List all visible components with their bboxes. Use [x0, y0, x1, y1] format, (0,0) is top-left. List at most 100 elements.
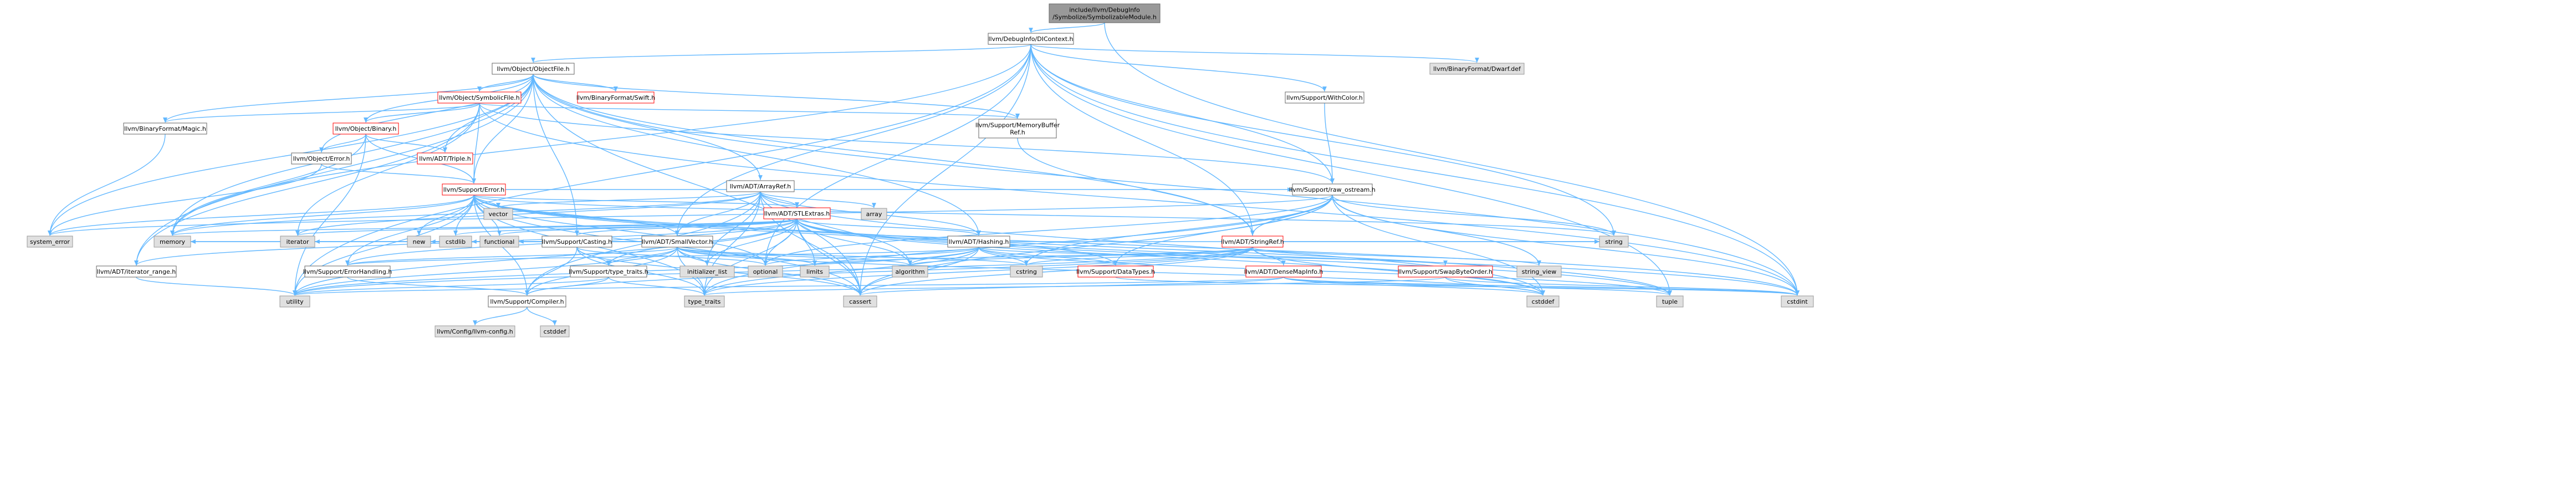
node-triple[interactable]: llvm/ADT/Triple.h — [417, 152, 473, 165]
edge-dicontext-to-smallvector — [675, 44, 1031, 236]
node-s_limits[interactable]: limits — [800, 265, 830, 278]
node-s_functional[interactable]: functional — [479, 236, 519, 248]
node-box-triple — [417, 152, 473, 165]
node-box-membufref — [978, 119, 1057, 139]
node-stlextras[interactable]: llvm/ADT/STLExtras.h — [763, 207, 831, 219]
edge-hashing-to-errhandling — [345, 247, 979, 266]
node-objectfile[interactable]: llvm/Object/ObjectFile.h — [492, 63, 575, 75]
edge-error-to-s_syserr — [48, 195, 474, 236]
node-label-s_cstring: cstring — [1016, 268, 1037, 275]
node-objerror[interactable]: llvm/Object/Error.h — [291, 152, 352, 165]
node-s_cstdlib[interactable]: cstdlib — [439, 236, 472, 248]
node-swapbyte[interactable]: llvm/Support/SwapByteOrder.h — [1398, 265, 1493, 278]
node-densemapinfo[interactable]: llvm/ADT/DenseMapInfo.h — [1244, 265, 1323, 278]
node-label-error: llvm/Support/Error.h — [443, 186, 505, 193]
node-box-hashing — [947, 236, 1010, 248]
node-hashing[interactable]: llvm/ADT/Hashing.h — [947, 236, 1010, 248]
node-s_iterator[interactable]: iterator — [280, 236, 315, 248]
node-box-swapbyte — [1398, 265, 1493, 278]
node-label-s_vector: vector — [489, 211, 508, 218]
node-root[interactable]: include/llvm/DebugInfo/Symbolize/Symboli… — [1049, 3, 1161, 23]
edge-rawostream-to-s_syserr — [48, 195, 1333, 236]
edge-arrayref-to-s_vector — [496, 191, 761, 208]
edge-dicontext-to-s_memory — [170, 44, 1031, 236]
edge-objectfile-to-membufref — [533, 74, 1020, 119]
edge-binary-to-triple — [365, 134, 447, 153]
edge-binary-to-s_memory — [170, 134, 366, 236]
node-s_initlist[interactable]: initializer_list — [679, 265, 735, 278]
node-box-s_optional — [748, 265, 783, 278]
node-dicontext[interactable]: llvm/DebugInfo/DIContext.h — [988, 33, 1074, 45]
edge-symbolicfile-to-membufref — [479, 103, 1020, 119]
node-box-s_functional — [479, 236, 519, 248]
node-magic[interactable]: llvm/BinaryFormat/Magic.h — [123, 122, 207, 135]
node-label-iterrange: llvm/ADT/iterator_range.h — [97, 268, 176, 275]
edge-smallvector-to-s_initlist — [677, 247, 709, 266]
node-error[interactable]: llvm/Support/Error.h — [442, 183, 506, 196]
node-label-s_iterator: iterator — [287, 238, 309, 245]
edge-error-to-s_memory — [170, 195, 474, 236]
node-s_memory[interactable]: memory — [154, 236, 191, 248]
dependency-edges — [48, 22, 1800, 326]
node-box-s_cstddef_c — [540, 325, 570, 337]
node-s_utility[interactable]: utility — [279, 295, 310, 308]
node-box-symbolicfile — [437, 91, 522, 104]
node-errhandling[interactable]: llvm/Support/ErrorHandling.h — [303, 265, 392, 278]
node-compiler[interactable]: llvm/Support/Compiler.h — [488, 295, 566, 308]
node-s_typetraits[interactable]: type_traits — [684, 295, 725, 308]
edge-hashing-to-s_optional — [763, 247, 979, 266]
node-smallvector[interactable]: llvm/ADT/SmallVector.h — [641, 236, 713, 248]
edge-smallvector-to-s_limits — [677, 247, 817, 266]
edge-dicontext-to-dwarfdef — [1030, 44, 1479, 63]
node-config[interactable]: llvm/Config/llvm-config.h — [435, 325, 515, 337]
node-iterrange[interactable]: llvm/ADT/iterator_range.h — [96, 265, 177, 278]
node-s_vector[interactable]: vector — [483, 208, 513, 220]
node-withcolor[interactable]: llvm/Support/WithColor.h — [1285, 91, 1364, 104]
node-s_cassert[interactable]: cassert — [843, 295, 877, 308]
node-box-swift — [577, 91, 655, 104]
node-label-s_functional: functional — [484, 238, 515, 245]
node-casting[interactable]: llvm/Support/Casting.h — [541, 236, 612, 248]
node-dwarfdef[interactable]: llvm/BinaryFormat/Dwarf.def — [1429, 63, 1525, 75]
node-arrayref[interactable]: llvm/ADT/ArrayRef.h — [726, 180, 795, 192]
node-label-s_algorithm: algorithm — [895, 268, 924, 275]
edge-smallvector-to-s_cstring — [677, 247, 1029, 266]
node-symbolicfile[interactable]: llvm/Object/SymbolicFile.h — [437, 91, 522, 104]
node-box-s_limits — [800, 265, 830, 278]
node-s_string[interactable]: string — [1599, 236, 1629, 248]
edge-rawostream-to-s_optional — [763, 195, 1333, 266]
node-s_stringview[interactable]: string_view — [1516, 265, 1562, 278]
edge-objectfile-to-arrayref — [533, 74, 763, 181]
edge-dicontext-to-stringref — [1030, 44, 1255, 236]
node-box-s_algorithm — [892, 265, 928, 278]
node-s_cstddef[interactable]: cstddef — [1526, 295, 1560, 308]
node-s_array[interactable]: array — [861, 208, 887, 220]
node-s_cstddef_c[interactable]: cstddef — [540, 325, 570, 337]
node-box-config — [435, 325, 515, 337]
node-label-withcolor: llvm/Support/WithColor.h — [1286, 94, 1362, 101]
node-rawostream[interactable]: llvm/Support/raw_ostream.h — [1289, 183, 1376, 196]
node-s_new[interactable]: new — [407, 236, 431, 248]
edge-dicontext-to-s_cstdint — [1030, 44, 1800, 296]
node-label-s_memory: memory — [160, 238, 185, 245]
edge-smallvector-to-errhandling — [345, 247, 678, 266]
node-stringref[interactable]: llvm/ADT/StringRef.h — [1221, 236, 1284, 248]
node-binary[interactable]: llvm/Object/Binary.h — [333, 122, 399, 135]
node-label-root: /Symbolize/SymbolizableModule.h — [1052, 14, 1157, 21]
node-s_tuple[interactable]: tuple — [1656, 295, 1684, 308]
node-s_algorithm[interactable]: algorithm — [892, 265, 928, 278]
edge-symbolicfile-to-s_iterator — [295, 103, 480, 236]
edge-stlextras-to-hashing — [796, 218, 981, 236]
edge-binary-to-objerror — [319, 134, 366, 153]
edge-iterrange-to-s_utility — [136, 277, 297, 296]
node-s_optional[interactable]: optional — [748, 265, 783, 278]
node-s_cstring[interactable]: cstring — [1010, 265, 1043, 278]
node-box-errhandling — [304, 265, 391, 278]
node-s_syserr[interactable]: system_error — [27, 236, 73, 248]
node-datatypes[interactable]: llvm/Support/DataTypes.h — [1076, 265, 1155, 278]
node-swift[interactable]: llvm/BinaryFormat/Swift.h — [576, 91, 655, 104]
node-s_cstdint[interactable]: cstdint — [1781, 295, 1814, 308]
node-typetraits[interactable]: llvm/Support/type_traits.h — [569, 265, 648, 278]
